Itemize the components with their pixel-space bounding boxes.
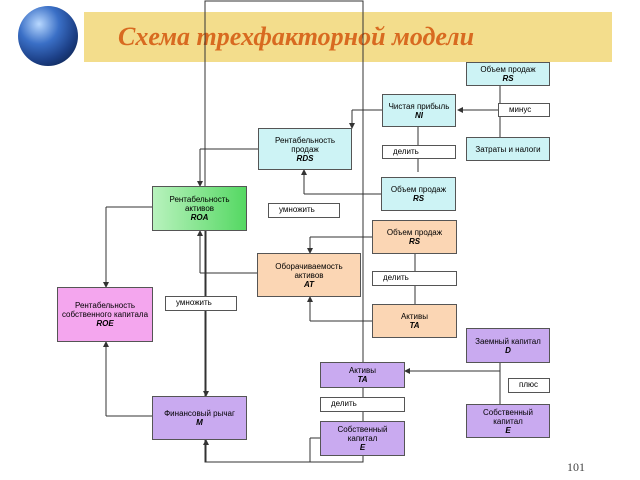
box-abbr: RS (408, 237, 421, 246)
box-net-income: Чистая прибыль NI (382, 94, 456, 127)
box-abbr: RS (412, 194, 425, 203)
box-label: Объем продаж (386, 228, 443, 237)
box-label: Чистая прибыль (388, 101, 450, 111)
box-abbr: E (505, 425, 511, 435)
box-abbr: TA (409, 321, 420, 330)
operator-divide-1: делить (382, 145, 456, 159)
box-label: Активы (400, 312, 429, 321)
box-sales-volume-top: Объем продаж RS (466, 62, 550, 86)
frame-rectangle (204, 0, 364, 463)
box-assets-orange: Активы TA (372, 304, 457, 338)
operator-minus: минус (498, 103, 550, 117)
operator-divide-2: делить (372, 271, 457, 286)
box-label: Рентабельность собственного капитала (61, 301, 149, 319)
box-label: Заемный капитал (475, 336, 541, 346)
box-return-on-assets: Рентабельность активов ROA (152, 186, 247, 231)
box-abbr: E (359, 443, 366, 452)
page-number: 101 (567, 460, 585, 474)
box-asset-turnover: Оборачиваемость активов AT (257, 253, 361, 297)
box-equity-right: Собственный капитал E (466, 404, 550, 438)
box-label: Собственный капитал (337, 425, 388, 443)
box-financial-leverage: Финансовый рычаг M (152, 396, 247, 440)
box-abbr: AT (303, 279, 315, 289)
title-banner (84, 12, 612, 62)
box-abbr: ROE (96, 319, 114, 328)
box-costs-and-taxes: Затраты и налоги (466, 137, 550, 161)
operator-plus: плюс (508, 378, 550, 393)
box-abbr: RS (502, 74, 514, 83)
box-label: Финансовый рычаг (164, 409, 235, 418)
box-label: Затраты и налоги (475, 144, 541, 154)
box-abbr: RDS (296, 153, 314, 163)
box-label: Объем продаж (480, 65, 536, 74)
box-return-on-equity: Рентабельность собственного капитала ROE (57, 287, 153, 342)
box-label: Рентабельность продаж (274, 135, 336, 154)
box-assets-purple: Активы TA (320, 362, 405, 388)
box-abbr: NI (415, 110, 423, 120)
globe-icon (18, 6, 78, 66)
slide-title: Схема трехфакторной модели (118, 22, 475, 51)
box-sales-volume-orange: Объем продаж RS (372, 220, 457, 254)
box-label: Объем продаж (390, 185, 447, 194)
operator-multiply-1: умножить (268, 203, 340, 218)
box-equity-bottom: Собственный капитал E (320, 421, 405, 456)
box-abbr: ROA (190, 213, 209, 222)
operator-multiply-2: умножить (165, 296, 237, 311)
box-label: Рентабельность активов (169, 195, 230, 213)
box-abbr: D (505, 345, 511, 355)
box-sales-volume-mid: Объем продаж RS (381, 177, 456, 211)
box-return-on-sales: Рентабельность продаж RDS (258, 128, 352, 170)
box-abbr: M (196, 418, 203, 427)
box-debt-capital: Заемный капитал D (466, 328, 550, 363)
box-abbr: TA (357, 375, 368, 384)
operator-divide-3: делить (320, 397, 405, 412)
box-label: Оборачиваемость активов (275, 261, 343, 280)
box-label: Собственный капитал (482, 407, 534, 426)
box-label: Активы (348, 366, 377, 375)
